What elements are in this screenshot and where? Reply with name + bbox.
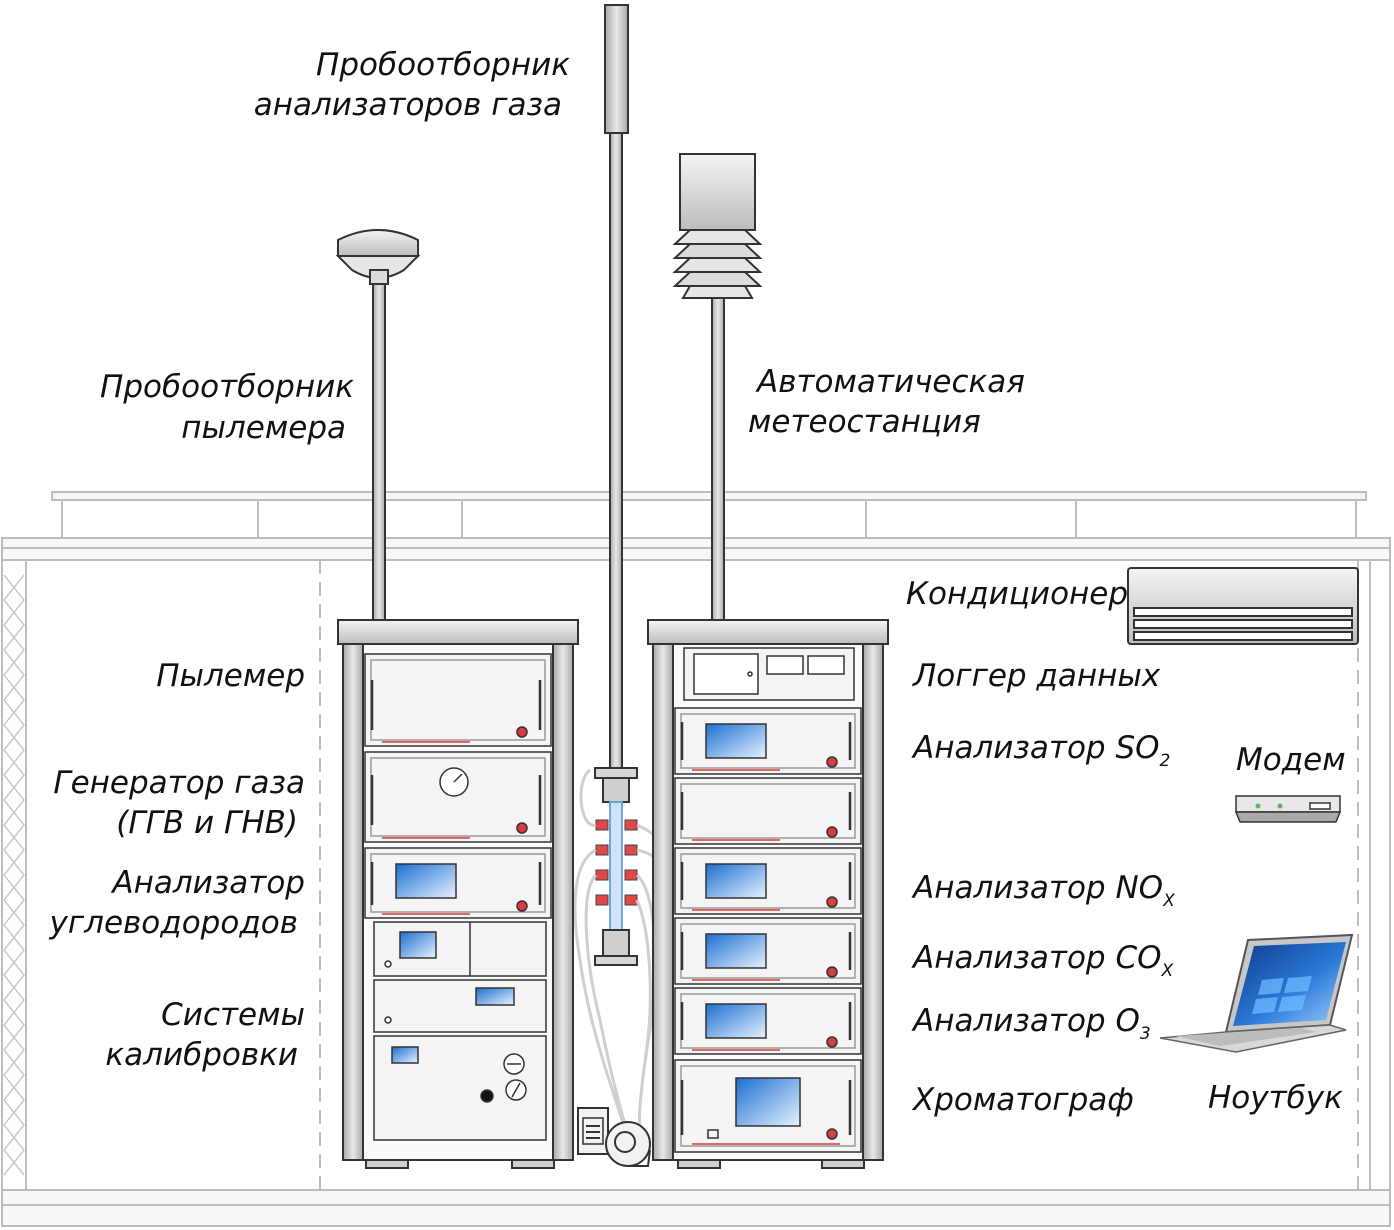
label-gas-sampler-line1: Пробоотборник [316, 47, 570, 83]
analyzer-cox-unit [674, 917, 862, 985]
label-calibration-systems-line1: Системы [161, 997, 305, 1033]
weather-station-mast [672, 153, 763, 623]
calibration-systems-units [373, 921, 547, 1141]
dust-sampler-mast [335, 229, 421, 623]
analyzer-so2-unit [674, 707, 862, 775]
label-calibration-systems-line2: калибровки [105, 1037, 298, 1073]
air-conditioner [1127, 567, 1359, 645]
label-analyzer-so2: Анализатор SO2 [911, 730, 1170, 771]
dust-meter-unit [364, 653, 552, 747]
label-analyzer-o3: Анализатор O3 [911, 1003, 1151, 1044]
label-gas-sampler: Пробоотборник анализаторов газа [254, 47, 571, 123]
label-analyzer-cox: Анализатор COX [911, 940, 1174, 981]
label-gas-generator-line2: (ГГВ и ГНВ) [116, 805, 298, 841]
label-data-logger: Логгер данных [912, 658, 1161, 694]
modem-device [1234, 795, 1342, 823]
label-dust-sampler-line2: пылемера [181, 410, 346, 446]
hydrocarbon-analyzer-unit [364, 847, 552, 919]
label-chromatograph: Хроматограф [911, 1082, 1134, 1118]
analyzer-o3-unit [674, 987, 862, 1055]
wall-lattice [3, 574, 25, 1176]
label-gas-generator-line1: Генератор газа [53, 765, 305, 801]
label-dust-meter: Пылемер [156, 658, 305, 694]
sampling-pump [577, 1107, 651, 1167]
data-logger-unit [683, 647, 855, 701]
label-hydrocarbon-analyzer-line1: Анализатор [110, 865, 305, 901]
label-gas-sampler-line2: анализаторов газа [254, 87, 562, 123]
label-weather-station-line1: Автоматическая [755, 364, 1025, 400]
label-hydrocarbon-analyzer-line2: углеводородов [49, 905, 298, 941]
label-dust-sampler: Пробоотборник пылемера [100, 369, 354, 446]
label-modem: Модем [1236, 742, 1346, 778]
label-analyzer-nox: Анализатор NOX [911, 870, 1175, 911]
label-air-conditioner: Кондиционер [906, 576, 1128, 612]
label-hydrocarbon-analyzer: Анализатор углеводородов [49, 865, 305, 941]
analyzer-nox-unit [674, 847, 862, 915]
label-laptop: Ноутбук [1208, 1080, 1343, 1116]
label-weather-station: Автоматическая метеостанция [748, 364, 1025, 440]
label-gas-generator: Генератор газа (ГГВ и ГНВ) [53, 765, 305, 841]
gas-sampler-tube [594, 4, 638, 966]
label-dust-sampler-line1: Пробоотборник [100, 369, 354, 405]
label-calibration-systems: Системы калибровки [105, 997, 305, 1073]
gas-generator-unit [364, 751, 552, 843]
chromatograph-unit [674, 1059, 862, 1153]
label-weather-station-line2: метеостанция [748, 404, 981, 440]
laptop-device [1159, 933, 1354, 1053]
container-frame [1, 491, 1391, 1227]
analyzer-spare-unit [674, 777, 862, 845]
